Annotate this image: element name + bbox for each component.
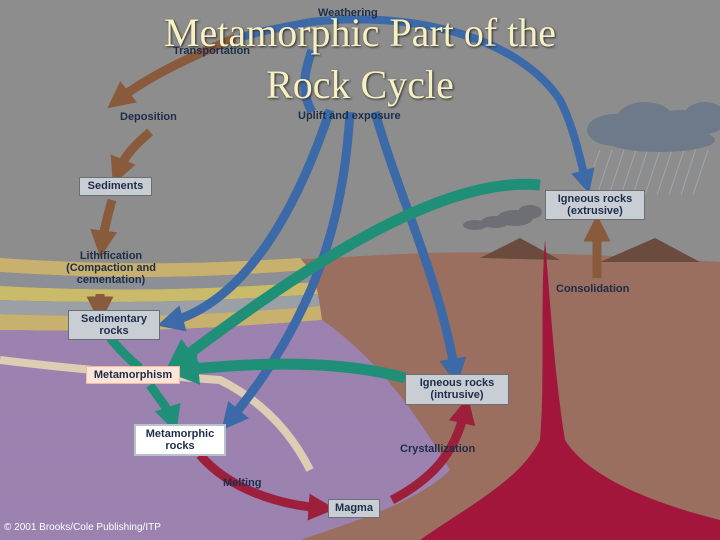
transportation-label: Transportation [173, 45, 251, 57]
crystallization-label: Crystallization [400, 443, 476, 455]
metamorphic-rocks-box: Metamorphic rocks [134, 424, 226, 456]
sedimentary-rocks-box: Sedimentary rocks [68, 310, 160, 340]
lithification-line-3: cementation) [76, 274, 146, 286]
metamorphism-box: Metamorphism [86, 366, 180, 384]
sediments-box: Sediments [79, 177, 152, 196]
lithification-line-1: Lithification [79, 250, 143, 262]
igneous-intrusive-line-1: Igneous rocks [419, 377, 495, 389]
magma-box: Magma [328, 499, 380, 518]
igneous-extrusive-line-2: (extrusive) [567, 205, 623, 217]
melting-label: Melting [223, 477, 262, 489]
sedimentary-rocks-line-1: Sedimentary [80, 313, 148, 325]
lithification-line-2: (Compaction and [66, 262, 156, 274]
sedimentary-rocks-line-2: rocks [99, 325, 129, 337]
slide-title-line-1: Metamorphic Part of the [163, 10, 557, 55]
consolidation-label: Consolidation [556, 283, 630, 295]
magma-label: Magma [335, 502, 373, 514]
uplift-exposure-label: Uplift and exposure [298, 110, 401, 122]
deposition-label: Deposition [120, 111, 177, 123]
sediments-label: Sediments [87, 180, 144, 192]
metamorphic-rocks-line-1: Metamorphic [145, 428, 215, 440]
igneous-extrusive-box: Igneous rocks (extrusive) [545, 190, 645, 220]
lithification-label: Lithification (Compaction and cementatio… [60, 250, 162, 286]
slide-title-line-2: Rock Cycle [266, 62, 454, 107]
copyright-notice: © 2001 Brooks/Cole Publishing/ITP [4, 522, 161, 533]
metamorphism-label: Metamorphism [93, 369, 173, 381]
weathering-label: Weathering [318, 7, 378, 19]
igneous-intrusive-line-2: (intrusive) [430, 389, 484, 401]
igneous-intrusive-box: Igneous rocks (intrusive) [405, 374, 509, 405]
igneous-extrusive-line-1: Igneous rocks [557, 193, 633, 205]
metamorphic-rocks-line-2: rocks [165, 440, 195, 452]
